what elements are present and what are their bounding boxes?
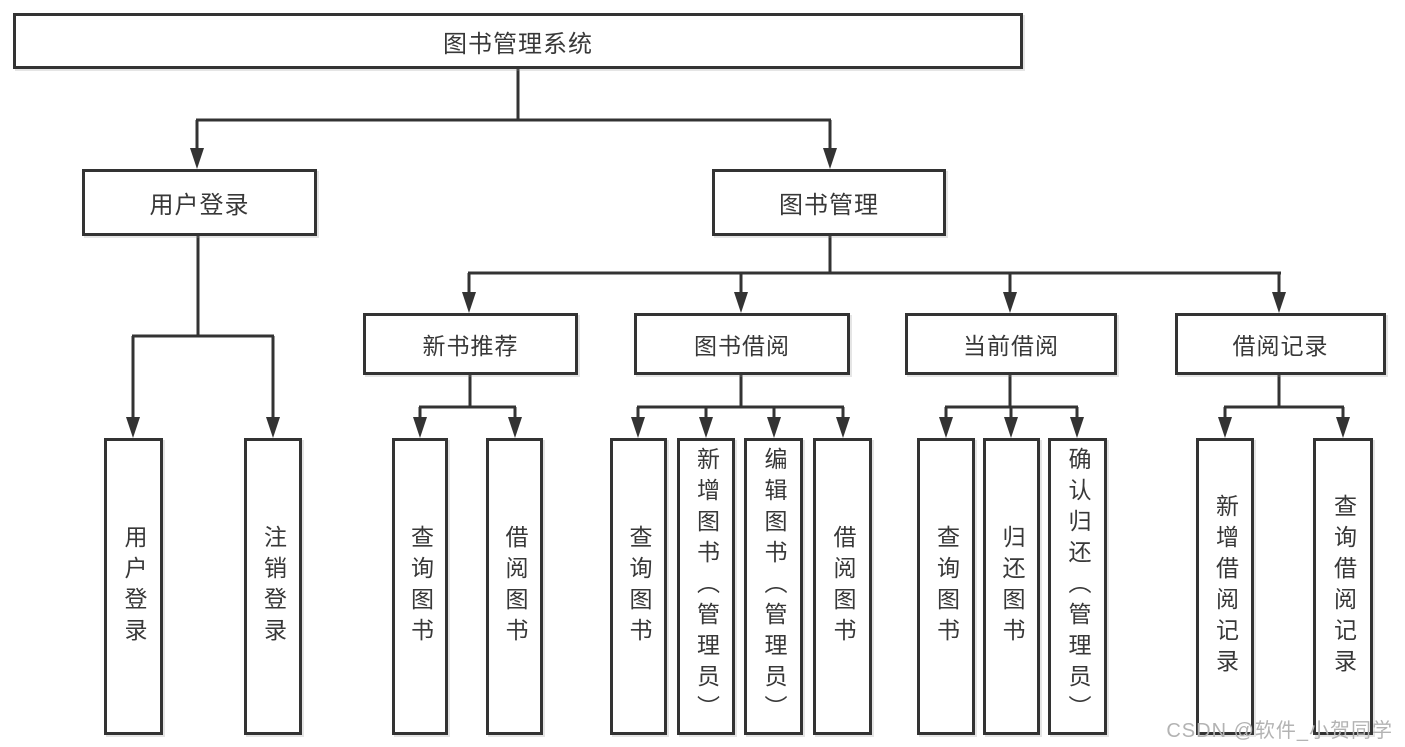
connector-borrow-records-subtree [1218,375,1350,438]
leaf-user-login-label: 用户登录 [121,524,147,649]
node-root-system: 图书管理系统 [13,13,1023,69]
leaf-query-books-recommend: 查询图书 [392,438,448,735]
connector-book-borrow-subtree [631,375,850,438]
node-borrow-records-label: 借阅记录 [1232,333,1329,359]
connector-new-book-subtree [413,375,522,438]
leaf-query-books-current: 查询图书 [917,438,975,735]
leaf-borrow-books-borrow-label: 借阅图书 [830,524,856,649]
leaf-add-book-admin-label: 新增图书（管理员） [693,447,720,726]
leaf-query-borrow-record-label: 查询借阅记录 [1330,493,1357,680]
leaf-logout: 注销登录 [244,438,302,735]
node-root-label: 图书管理系统 [443,30,593,58]
leaf-user-login: 用户登录 [104,438,163,735]
leaf-borrow-books-recommend-label: 借阅图书 [502,524,528,649]
node-current-borrow-label: 当前借阅 [963,333,1059,359]
node-user-login: 用户登录 [82,169,317,236]
node-new-book-recommend: 新书推荐 [363,313,578,375]
leaf-borrow-books-recommend: 借阅图书 [486,438,543,735]
leaf-confirm-return-admin-label: 确认归还（管理员） [1065,447,1091,726]
leaf-edit-book-admin: 编辑图书（管理员） [744,438,803,735]
leaf-add-borrow-record: 新增借阅记录 [1196,438,1254,735]
watermark: CSDN @软件_小贺同学 [1166,720,1393,742]
leaf-add-borrow-record-label: 新增借阅记录 [1212,493,1239,680]
node-current-borrow: 当前借阅 [905,313,1117,375]
leaf-borrow-books-borrow: 借阅图书 [813,438,872,735]
connector-current-borrow-subtree [939,375,1084,438]
node-book-management: 图书管理 [712,169,946,236]
node-book-management-label: 图书管理 [779,192,879,219]
leaf-return-book-label: 归还图书 [999,524,1025,649]
node-book-borrow: 图书借阅 [634,313,850,375]
leaf-edit-book-admin-label: 编辑图书（管理员） [761,447,787,726]
leaf-add-book-admin: 新增图书（管理员） [677,438,735,735]
connector-book-management-to-level3 [462,236,1286,313]
leaf-query-books-recommend-label: 查询图书 [407,524,434,649]
node-book-borrow-label: 图书借阅 [694,333,790,359]
leaf-query-borrow-record: 查询借阅记录 [1313,438,1373,735]
node-new-book-recommend-label: 新书推荐 [422,333,519,359]
leaf-query-books-borrow-label: 查询图书 [626,524,652,649]
leaf-confirm-return-admin: 确认归还（管理员） [1048,438,1107,735]
leaf-query-books-borrow: 查询图书 [610,438,667,735]
leaf-return-book: 归还图书 [983,438,1040,735]
leaf-query-books-current-label: 查询图书 [933,524,960,649]
node-borrow-records: 借阅记录 [1175,313,1386,375]
node-user-login-label: 用户登录 [149,192,250,219]
leaf-logout-label: 注销登录 [260,524,287,649]
connector-root-to-level2 [190,69,837,169]
connector-user-login-subtree [126,236,280,438]
